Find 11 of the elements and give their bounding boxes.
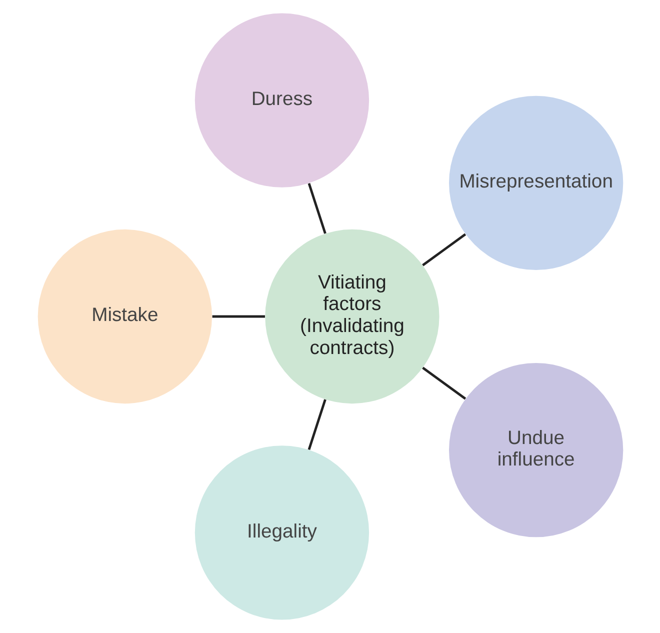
connector xyxy=(422,366,466,400)
node-circle: Duress xyxy=(194,13,369,188)
connector xyxy=(422,233,466,266)
connector xyxy=(212,315,264,318)
node-circle: Illegality xyxy=(194,446,369,620)
connector xyxy=(307,399,326,450)
node-circle: Undue influence xyxy=(448,363,623,538)
connector xyxy=(307,183,326,234)
node-circle: Misrepresentation xyxy=(448,96,623,270)
node-circle: Vitiating factors (Invalidating contracts) xyxy=(264,229,439,404)
node-circle: Mistake xyxy=(37,229,212,404)
